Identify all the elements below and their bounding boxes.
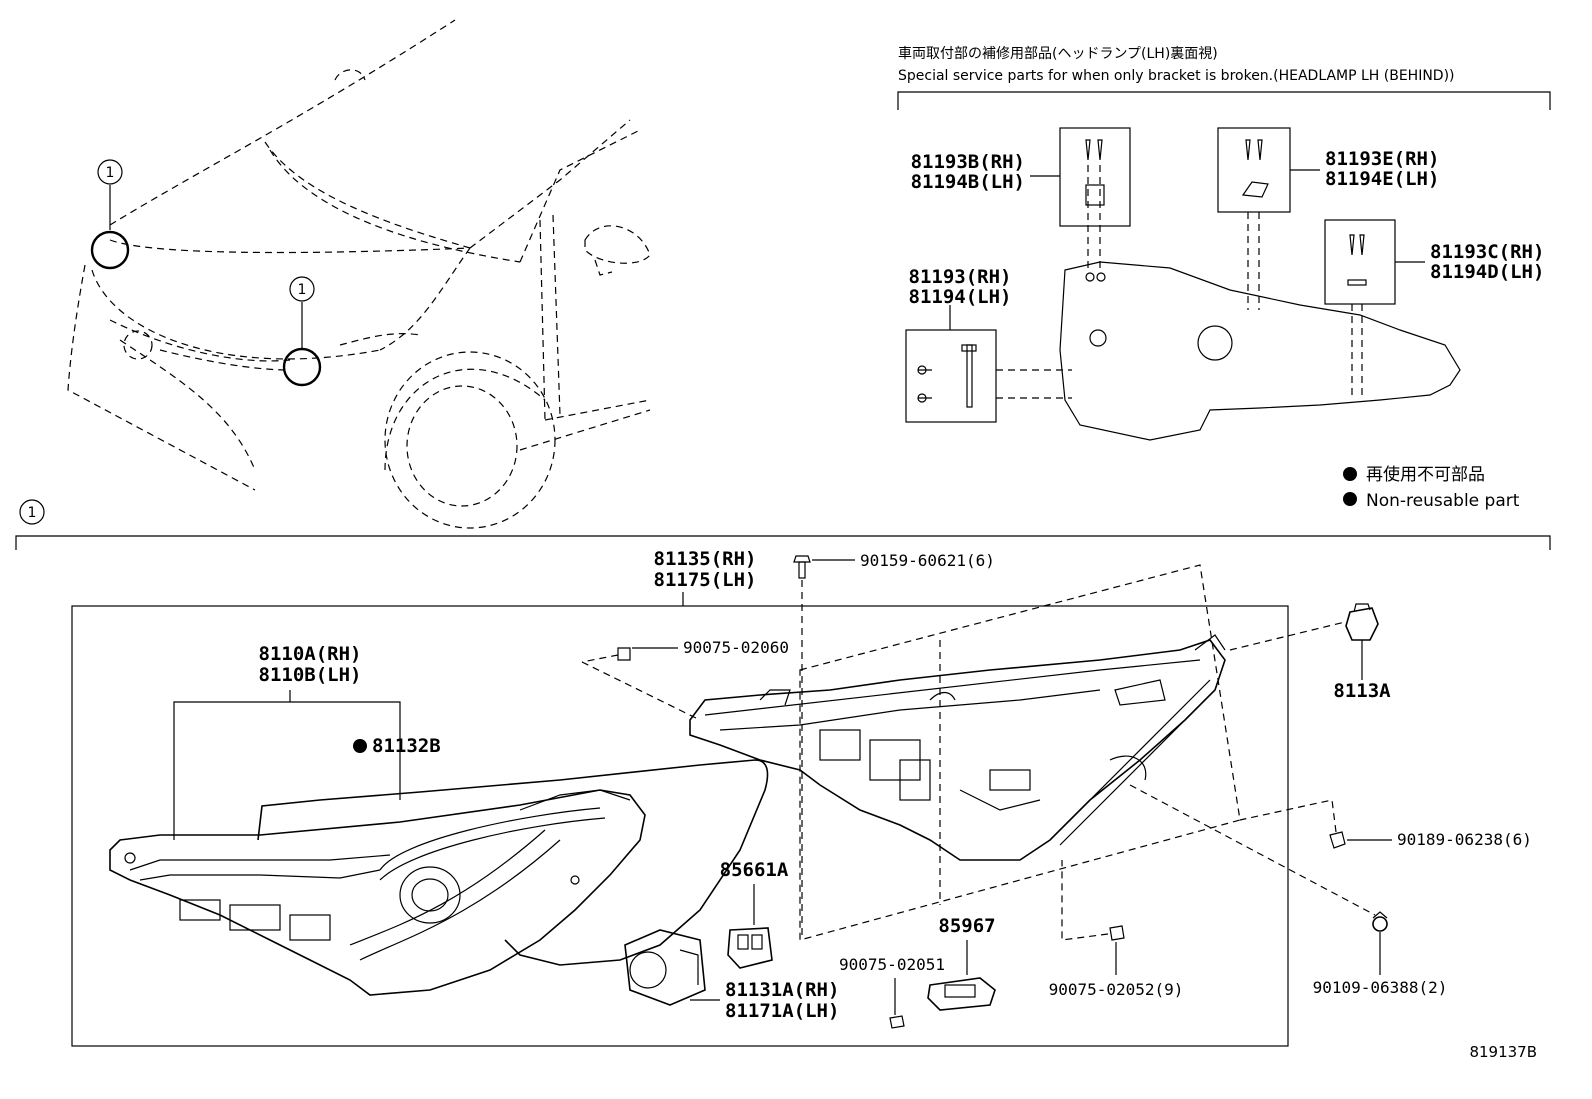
- label-81193-rh: 81193(RH): [909, 266, 1012, 288]
- car-front-illustration: [67, 19, 651, 529]
- label-8110a-rh: 8110A(RH): [259, 643, 362, 665]
- lamp-module-81131a-icon: [624, 929, 706, 1006]
- part-box-81193: [905, 329, 997, 423]
- label-90189-06238: 90189-06238(6): [1397, 830, 1532, 849]
- socket-8113a-icon: [1345, 603, 1379, 641]
- label-81193c-rh: 81193C(RH): [1430, 241, 1544, 263]
- label-81135-rh: 81135(RH): [654, 548, 757, 570]
- label-85967: 85967: [938, 915, 995, 937]
- part-box-81193e: [1217, 127, 1291, 213]
- clip-90109-icon: [1372, 911, 1388, 932]
- label-81194d-lh: 81194D(LH): [1430, 261, 1544, 283]
- special-service-header-jp: 車両取付部の補修用部品(ヘッドランプ(LH)裏面視): [898, 45, 1218, 62]
- label-81194-lh: 81194(LH): [909, 286, 1012, 308]
- headlamp-housing-drawing: [689, 634, 1226, 861]
- screw-90075-02052-icon: [1109, 925, 1125, 941]
- legend-jp: 再使用不可部品: [1366, 464, 1485, 485]
- label-90075-02060: 90075-02060: [683, 638, 789, 657]
- connector-85661a-icon: [727, 927, 773, 969]
- label-81171a-lh: 81171A(LH): [725, 1000, 839, 1022]
- screw-90159-icon: [793, 555, 811, 579]
- legend-en: Non-reusable part: [1366, 491, 1520, 511]
- headlamp-rear-outline: [1059, 261, 1461, 441]
- label-90109-06388: 90109-06388(2): [1313, 978, 1448, 997]
- label-81175-lh: 81175(LH): [654, 569, 757, 591]
- label-81193b-rh: 81193B(RH): [911, 151, 1025, 173]
- gasket-81132b-drawing: [257, 759, 769, 966]
- callout-1-top: 1: [106, 165, 115, 181]
- section-callout-number: 1: [28, 505, 37, 521]
- label-81194e-lh: 81194E(LH): [1325, 168, 1439, 190]
- screw-90075-02051-icon: [889, 1015, 905, 1029]
- label-81193e-rh: 81193E(RH): [1325, 148, 1439, 170]
- label-81131a-rh: 81131A(RH): [725, 979, 839, 1001]
- non-reusable-bullet-81132b: [353, 739, 367, 753]
- legend-bullet-en: [1343, 492, 1357, 506]
- figure-id: 819137B: [1469, 1043, 1537, 1061]
- callout-1-mid: 1: [298, 282, 307, 298]
- part-box-81193b: [1059, 127, 1131, 227]
- part-box-81193c: [1324, 219, 1396, 305]
- label-85661a: 85661A: [720, 859, 789, 881]
- legend-bullet-jp: [1343, 467, 1357, 481]
- screw-90189-icon: [1329, 831, 1346, 849]
- label-81194b-lh: 81194B(LH): [911, 171, 1025, 193]
- section-callout-circle: [19, 499, 45, 525]
- special-service-header-en: Special service parts for when only brac…: [898, 68, 1455, 84]
- assembly-frame: [71, 605, 1289, 1047]
- label-90075-02052: 90075-02052(9): [1049, 980, 1184, 999]
- control-module-85967-icon: [927, 977, 996, 1011]
- label-8110b-lh: 8110B(LH): [259, 664, 362, 686]
- label-81132b: 81132B: [372, 735, 441, 757]
- label-90159-60621: 90159-60621(6): [860, 551, 995, 570]
- screw-90075-02060-icon: [617, 647, 631, 661]
- headlamp-front-drawing: [109, 789, 646, 996]
- label-8113a: 8113A: [1333, 680, 1391, 702]
- label-90075-02051: 90075-02051: [839, 955, 945, 974]
